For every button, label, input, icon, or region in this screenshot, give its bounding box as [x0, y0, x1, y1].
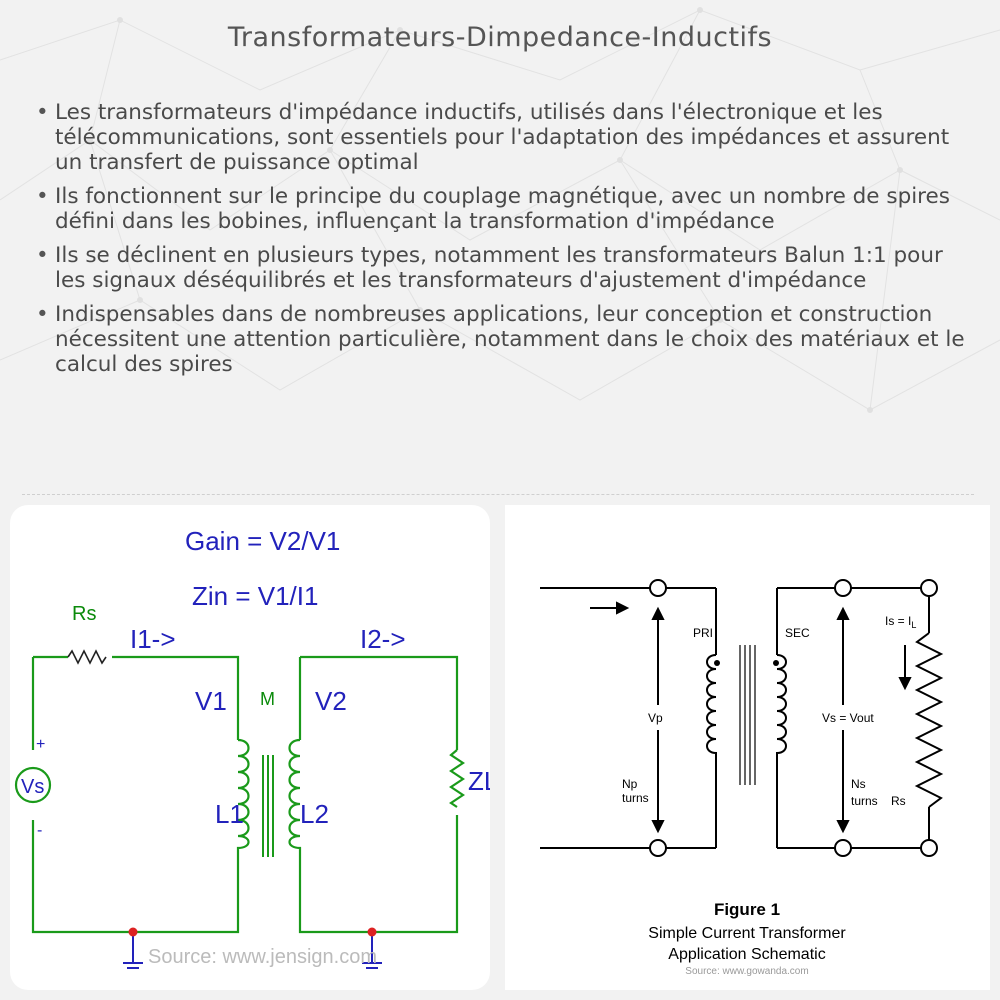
- transformer-core: [739, 645, 756, 785]
- plus-sign: +: [36, 736, 45, 753]
- v1-label: V1: [195, 686, 227, 716]
- minus-sign: -: [37, 822, 42, 839]
- figure-title: Figure 1: [714, 900, 780, 919]
- vs-vout-label: Vs = Vout: [822, 711, 874, 725]
- page-title: Transformateurs-Dimpedance-Inductifs: [227, 22, 773, 53]
- np-turns-label: turns: [622, 791, 649, 805]
- ns-label: Ns: [851, 777, 866, 791]
- source-symbol: [14, 766, 52, 804]
- l2-label: L2: [300, 799, 329, 829]
- l1-label: L1: [215, 799, 244, 829]
- sec-label: SEC: [785, 626, 810, 640]
- bullet-item: Ils se déclinent en plusieurs types, not…: [30, 243, 980, 293]
- bullet-list: Les transformateurs d'impédance inductif…: [30, 100, 980, 386]
- rs-label: Rs: [72, 603, 96, 625]
- ns-turns-label: turns: [851, 794, 878, 808]
- pri-label: PRI: [693, 626, 713, 640]
- figure-caption-line1: Simple Current Transformer: [648, 925, 846, 942]
- i1-label: I1->: [130, 624, 176, 654]
- bullet-item: Indispensables dans de nombreuses applic…: [30, 302, 980, 377]
- bullet-item: Les transformateurs d'impédance inductif…: [30, 100, 980, 175]
- i2-label: I2->: [360, 624, 406, 654]
- divider: [22, 494, 974, 495]
- ground-left: [123, 927, 143, 969]
- impedance-transformer-schematic: Gain = V2/V1 Zin = V1/I1 I1-> I2-> V1 V2…: [14, 526, 498, 969]
- source-credit: Source: www.jensign.com: [148, 946, 377, 968]
- vp-label: Vp: [648, 711, 663, 725]
- zl-label: ZL: [468, 766, 490, 796]
- gain-formula: Gain = V2/V1: [185, 526, 340, 556]
- ground-right: [362, 927, 382, 969]
- zin-formula: Zin = V1/I1: [192, 581, 318, 611]
- transformer-core: [262, 755, 274, 857]
- rs-label: Rs: [891, 794, 906, 808]
- terminals: [649, 579, 938, 857]
- v2-label: V2: [315, 686, 347, 716]
- left-diagram-panel: Gain = V2/V1 Zin = V1/I1 I1-> I2-> V1 V2…: [10, 505, 498, 990]
- is-label: Is = IL: [885, 614, 916, 630]
- np-label: Np: [622, 777, 638, 791]
- m-label: M: [260, 689, 275, 709]
- right-diagram-panel: PRI SEC Vp Np turns Vs = Vout Ns turns I…: [505, 505, 990, 990]
- source-credit: Source: www.gowanda.com: [685, 966, 808, 977]
- figure-caption-line2: Application Schematic: [668, 946, 825, 963]
- current-transformer-schematic: PRI SEC Vp Np turns Vs = Vout Ns turns I…: [540, 579, 944, 977]
- coil-l1: [236, 738, 250, 863]
- bullet-item: Ils fonctionnent sur le principe du coup…: [30, 184, 980, 234]
- coil-l2: [288, 738, 302, 863]
- vs-label: Vs: [21, 776, 44, 798]
